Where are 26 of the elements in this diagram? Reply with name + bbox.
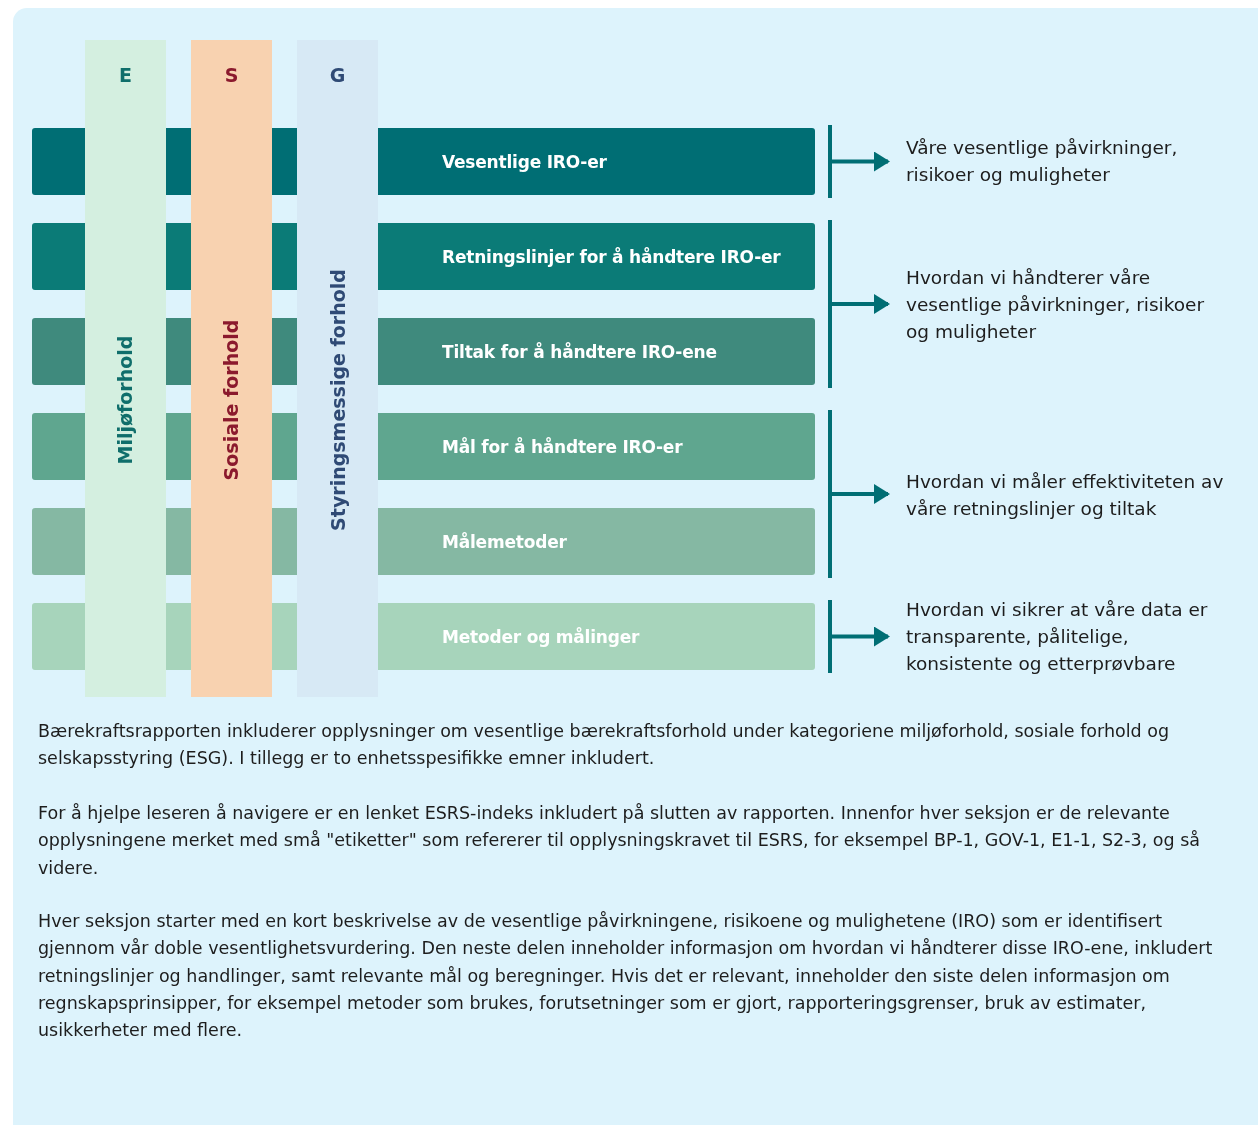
paragraph: For å hjelpe leseren å navigere er en lenket ESRS-indeks inkludert på slutten av rapporten. Innenfor hver seksjon er de relevante opplysningene merket med små "etiketter" som refererer til opplysningskravet til ESRS, for eksempel BP-1, GOV-1, E1-1, S2-3, og så videre. bbox=[38, 802, 1202, 880]
bracket-arrow bbox=[828, 408, 890, 580]
bracket-arrow bbox=[828, 123, 890, 200]
bar-label: Metoder og målinger bbox=[441, 625, 640, 649]
column-letter: E bbox=[118, 64, 133, 86]
column-title: Sosiale forhold bbox=[220, 319, 243, 481]
category-column bbox=[85, 40, 166, 697]
bar-label: Retningslinjer for å håndtere IRO-er bbox=[441, 245, 781, 269]
column-title: Styringsmessige forhold bbox=[326, 269, 349, 531]
description-text: Hvordan vi måler effektiviteten av våre retningslinjer og tiltak bbox=[906, 468, 1226, 522]
bar-label: Målemetoder bbox=[441, 530, 567, 554]
description-text: Våre vesentlige påvirkninger, risikoer og muligheter bbox=[906, 134, 1226, 188]
bracket-arrow bbox=[828, 218, 890, 390]
description-text: Hvordan vi håndterer våre vesentlige påvirkninger, risikoer og muligheter bbox=[906, 264, 1226, 345]
category-column bbox=[191, 40, 272, 697]
column-title: Miljøforhold bbox=[114, 335, 137, 465]
category-column bbox=[297, 40, 378, 697]
column-letter: G bbox=[328, 64, 347, 86]
paragraph: Hver seksjon starter med en kort beskrivelse av de vesentlige påvirkningene, risikoene og mulighetene (IRO) som er identifisert gjennom vår doble vesentlighetsvurdering. Den neste delen inneholder informasjon om hvordan vi håndterer disse IRO-ene, inkludert retningslinjer og handlinger, samt relevante mål og beregninger. Hvis det er relevant, inneholder den siste delen informasjon om regnskapsprinsipper, for eksempel metoder som brukes, forutsetninger som er gjort, rapporteringsgrenser, bruk av estimater, usikkerheter med flere. bbox=[38, 910, 1214, 1043]
column-letter: S bbox=[223, 64, 240, 86]
bar-label: Mål for å håndtere IRO-er bbox=[441, 435, 683, 459]
bracket-arrow bbox=[828, 598, 890, 675]
bar-label: Tiltak for å håndtere IRO-ene bbox=[441, 340, 717, 364]
description-text: Hvordan vi sikrer at våre data er transparente, pålitelige, konsistente og etterprøvbare bbox=[906, 596, 1226, 677]
bar-label: Vesentlige IRO-er bbox=[441, 150, 607, 174]
paragraph: Bærekraftsrapporten inkluderer opplysninger om vesentlige bærekraftsforhold under kategoriene miljøforhold, sosiale forhold og selskapsstyring (ESG). I tillegg er to enhetsspesifikke emner inkludert. bbox=[38, 720, 1171, 771]
